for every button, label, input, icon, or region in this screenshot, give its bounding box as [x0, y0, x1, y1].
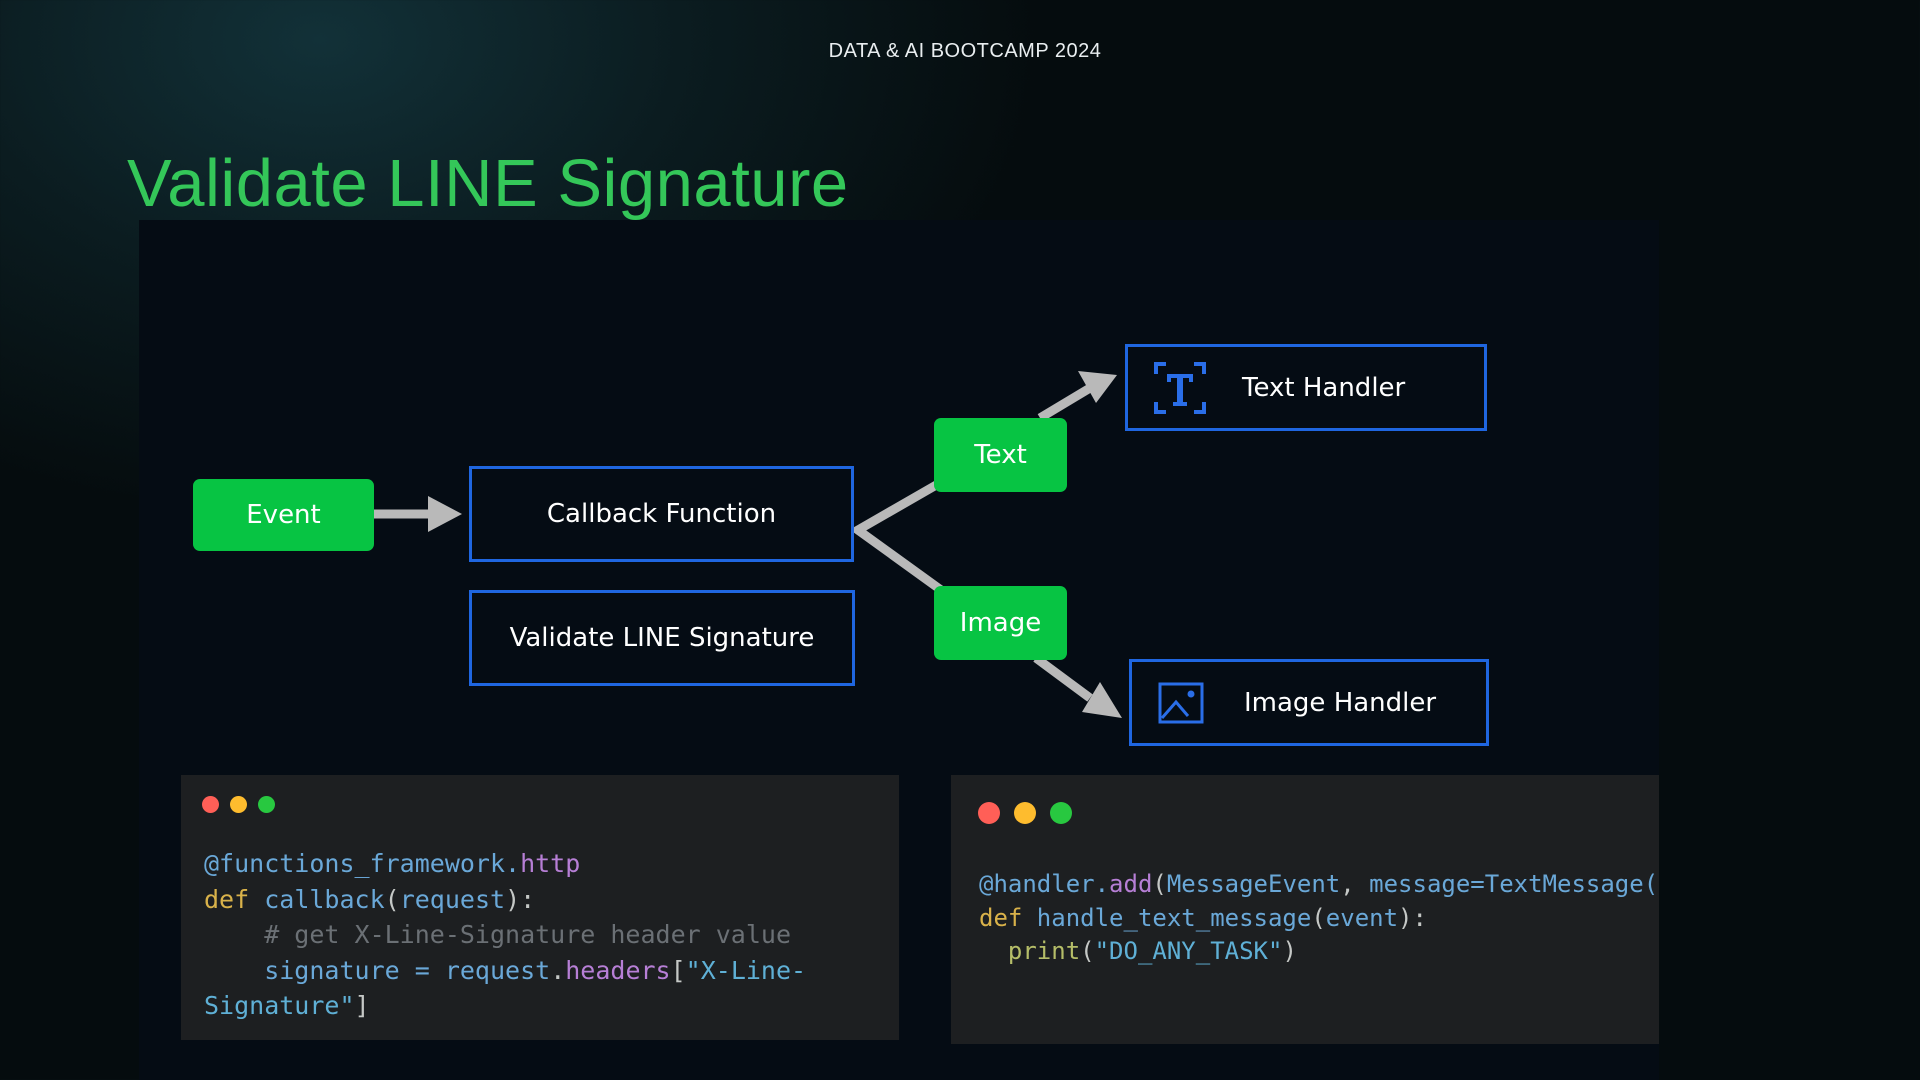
code-token: (: [1080, 937, 1095, 965]
code-line: signature = request.headers["X-Line-: [204, 953, 806, 989]
close-dot-icon: [978, 802, 1000, 824]
close-dot-icon: [202, 796, 219, 813]
code-token: ):: [505, 884, 536, 914]
code-token: (: [1311, 903, 1326, 932]
maximize-dot-icon: [1050, 802, 1072, 824]
code-token: print: [979, 937, 1081, 965]
callback-function-node: Callback Function: [469, 466, 854, 562]
text-handler-label: Text Handler: [1242, 372, 1406, 403]
code-token: http: [520, 849, 581, 878]
code-token: event: [1325, 903, 1399, 932]
code-token: headers: [565, 955, 671, 985]
image-icon: [1158, 682, 1204, 724]
minimize-dot-icon: [1014, 802, 1036, 824]
event-header: DATA & AI BOOTCAMP 2024: [828, 40, 1102, 62]
code-token: ):: [1398, 903, 1427, 932]
text-branch-node: Text: [934, 418, 1067, 492]
code-token: .: [550, 955, 566, 985]
window-controls: [978, 802, 1072, 824]
code-token: @handler.: [979, 870, 1110, 898]
code-token: (: [1152, 870, 1167, 898]
code-line: @handler.add(MessageEvent, message=TextM…: [979, 868, 1658, 902]
window-controls: [202, 796, 275, 813]
code-token: callback: [264, 884, 385, 914]
code-token: handle_text_message: [1036, 903, 1312, 932]
code-token: request: [444, 955, 551, 985]
code-token: request: [399, 884, 506, 914]
validate-signature-label: Validate LINE Signature: [509, 623, 815, 653]
code-token: ,: [1340, 870, 1370, 898]
event-node: Event: [193, 479, 374, 551]
image-handler-label: Image Handler: [1244, 687, 1437, 718]
code-token: (: [384, 884, 400, 914]
code-line: print("DO_ANY_TASK"): [979, 935, 1658, 969]
image-branch-node: Image: [934, 586, 1067, 660]
code-window-handler: @handler.add(MessageEvent, message=TextM…: [951, 775, 1659, 1044]
code-token: message=TextMessage(: [1369, 870, 1659, 898]
code-token: def: [204, 884, 265, 914]
minimize-dot-icon: [230, 796, 247, 813]
code-block-handler: @handler.add(MessageEvent, message=TextM…: [979, 868, 1658, 969]
code-token: @functions_framework.: [204, 849, 521, 878]
text-handler-node: Text Handler: [1125, 344, 1487, 431]
maximize-dot-icon: [258, 796, 275, 813]
code-token: def: [979, 903, 1037, 932]
code-line: def callback(request):: [204, 882, 806, 918]
code-token: "X-Line-: [685, 955, 807, 985]
code-token: # get X-Line-Signature header value: [204, 920, 791, 949]
code-line: @functions_framework.http: [204, 846, 806, 882]
code-line: def handle_text_message(event):: [979, 902, 1658, 936]
image-handler-node: Image Handler: [1129, 659, 1489, 746]
event-label: Event: [246, 500, 321, 530]
image-branch-label: Image: [959, 608, 1042, 638]
code-token: "DO_ANY_TASK": [1094, 937, 1283, 965]
validate-signature-node: Validate LINE Signature: [469, 590, 855, 686]
callback-function-label: Callback Function: [546, 499, 777, 529]
code-token: Signature": [204, 991, 355, 1020]
code-token: add: [1109, 870, 1153, 898]
text-type-icon: [1154, 361, 1206, 414]
code-token: [: [670, 955, 686, 985]
code-token: signature =: [204, 955, 445, 985]
code-token: ]: [354, 991, 370, 1020]
code-token: ): [1282, 937, 1297, 965]
text-branch-label: Text: [974, 440, 1027, 470]
slide-title: Validate LINE Signature: [127, 146, 849, 221]
code-token: MessageEvent: [1166, 870, 1341, 898]
code-line: Signature"]: [204, 988, 806, 1024]
code-line: # get X-Line-Signature header value: [204, 917, 806, 953]
